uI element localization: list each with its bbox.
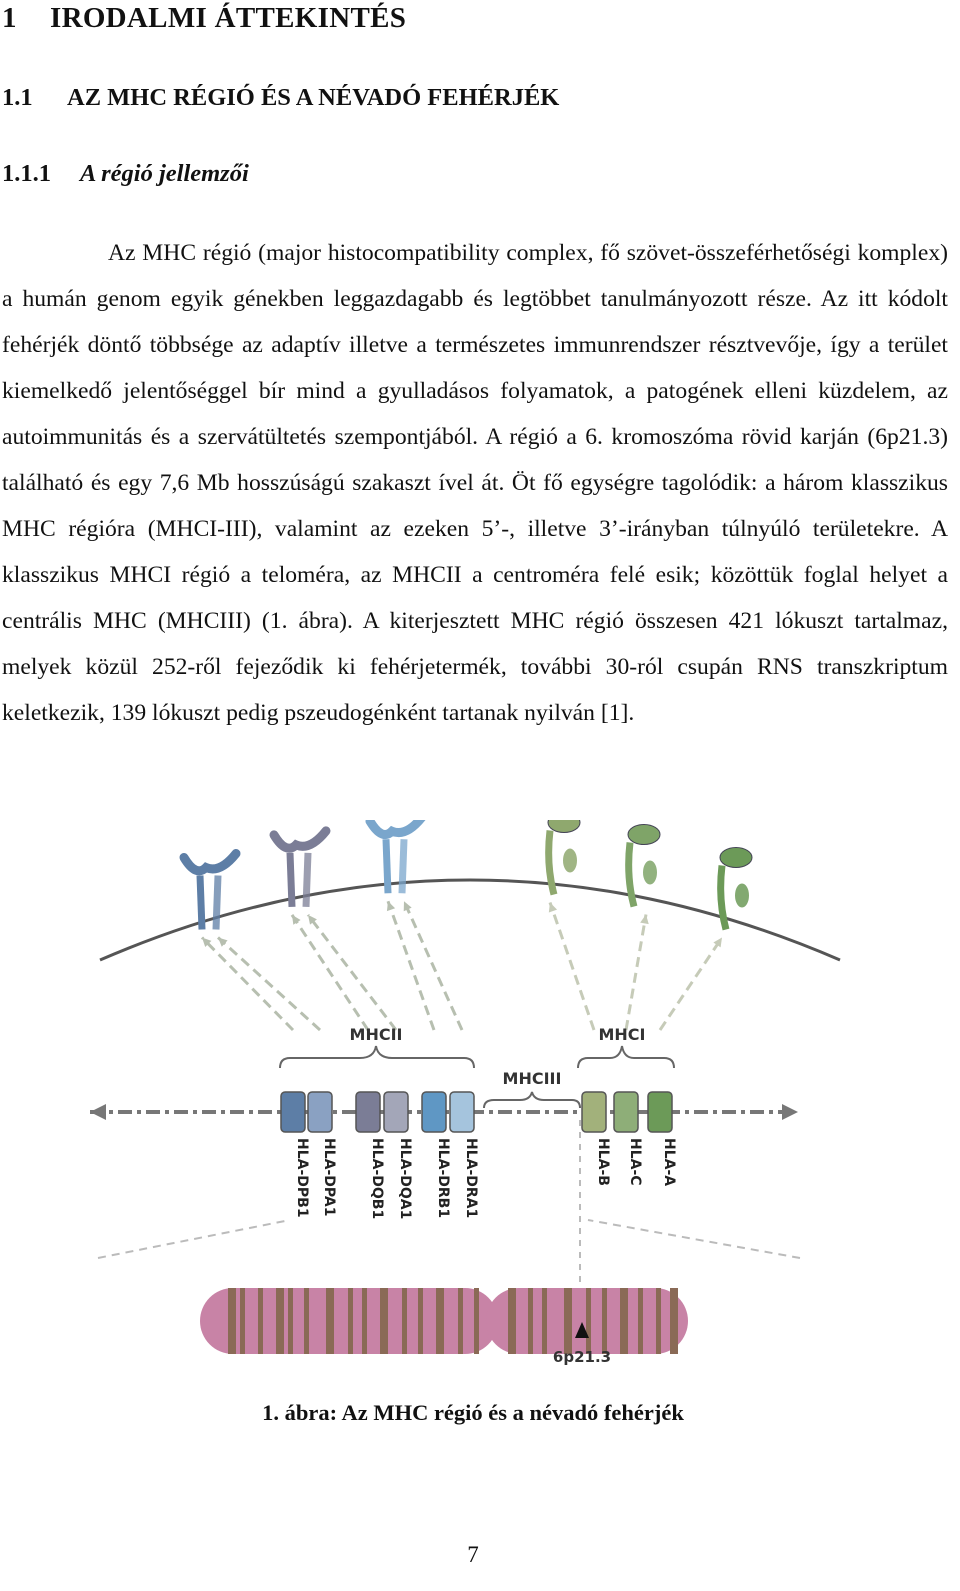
receptor-mhcii-1 <box>179 849 241 930</box>
expression-arrow <box>624 914 648 1031</box>
chromosome-band <box>418 1288 423 1354</box>
receptor-mhcii-2 <box>269 826 331 908</box>
chromosome-band <box>228 1288 236 1354</box>
gene-box-hla-c <box>613 1091 639 1133</box>
receptor-mhci-4 <box>545 820 581 896</box>
cell-membrane <box>99 878 841 962</box>
gene-box-hla-dqb1 <box>355 1091 381 1133</box>
section-heading: 1.1 AZ MHC RÉGIÓ ÉS A NÉVADÓ FEHÉRJÉK <box>2 84 559 112</box>
expression-arrowhead <box>386 901 396 912</box>
chromosome-band <box>656 1288 661 1354</box>
chromosome-band <box>474 1288 479 1354</box>
expression-arrow <box>306 913 398 1031</box>
expression-arrow <box>658 936 724 1031</box>
receptor-proteins <box>179 820 753 931</box>
dna-arrowhead-left <box>90 1104 106 1120</box>
expression-arrow <box>290 914 370 1031</box>
chromosome-band <box>542 1288 547 1354</box>
chromosome-band <box>380 1288 388 1354</box>
chapter-title: IRODALMI ÁTTEKINTÉS <box>50 2 407 34</box>
mhc-region-figure: MHCII MHCIII MHCI HLA-DPB1 HLA-DPA1 HLA-DQ… <box>90 820 850 1380</box>
body-paragraph: Az MHC régió (major histocompatibility c… <box>2 240 948 726</box>
chromosome-band <box>586 1288 591 1354</box>
chromosome-band <box>362 1288 367 1354</box>
gene-label-hla-b: HLA-B <box>595 1138 611 1186</box>
expression-arrowhead <box>640 914 649 925</box>
expression-arrowhead <box>403 901 412 912</box>
chromosome-6 <box>200 1288 688 1354</box>
subsection-title: A régió jellemzői <box>80 160 249 187</box>
gene-box-hla-dra1 <box>449 1091 475 1133</box>
chromosome-band <box>638 1288 643 1354</box>
section-number: 1.1 <box>2 84 33 111</box>
gene-boxes: HLA-DPB1 HLA-DPA1 HLA-DQB1 HLA-DQA1 HLA-DRB1… <box>280 1091 677 1219</box>
chromosome-band <box>402 1288 407 1354</box>
figure-caption: 1. ábra: Az MHC régió és a névadó fehérj… <box>262 1400 684 1425</box>
expression-arrow <box>200 936 295 1032</box>
receptor-mhci-6 <box>717 847 753 931</box>
chromosome-band <box>304 1288 309 1354</box>
mhciii-label: MHCIII <box>503 1069 562 1088</box>
mhcii-label: MHCII <box>350 1025 403 1044</box>
section-title: AZ MHC RÉGIÓ ÉS A NÉVADÓ FEHÉRJÉK <box>67 84 560 111</box>
band-label: 6p21.3 <box>553 1348 611 1366</box>
chromosome-band <box>508 1288 516 1354</box>
subsection-heading: 1.1.1 A régió jellemzői <box>2 160 249 188</box>
zoom-line-right <box>587 1219 801 1259</box>
expression-arrow <box>548 902 596 1031</box>
gene-label-hla-dra1: HLA-DRA1 <box>463 1138 479 1218</box>
chapter-heading: 1 IRODALMI ÁTTEKINTÉS <box>2 2 406 35</box>
chromosome-band <box>240 1288 245 1354</box>
expression-arrowhead <box>218 937 228 947</box>
gene-box-hla-b <box>581 1091 607 1133</box>
gene-label-hla-drb1: HLA-DRB1 <box>435 1138 451 1218</box>
chromosome-band <box>276 1288 284 1354</box>
chromosome-band <box>436 1288 444 1354</box>
gene-box-hla-drb1 <box>421 1091 447 1133</box>
dna-arrowhead-right <box>782 1104 798 1120</box>
expression-arrowhead <box>713 937 722 948</box>
expression-arrowhead <box>308 914 317 925</box>
chromosome-band <box>326 1288 334 1354</box>
zoom-line-left <box>97 1219 291 1259</box>
gene-box-hla-a <box>647 1091 673 1133</box>
receptor-mhcii-3 <box>365 820 426 894</box>
expression-arrowhead <box>292 914 301 925</box>
gene-box-hla-dqa1 <box>383 1091 409 1133</box>
chromosome-band <box>528 1288 533 1354</box>
chromosome-band <box>620 1288 628 1354</box>
chromosome-band <box>258 1288 263 1354</box>
expression-arrows <box>200 900 724 1032</box>
mhci-bracket <box>577 1045 675 1069</box>
chromosome-band <box>670 1288 678 1354</box>
mhc-diagram: MHCII MHCIII MHCI HLA-DPB1 HLA-DPA1 HLA-DQ… <box>90 820 841 1366</box>
gene-label-hla-c: HLA-C <box>627 1138 643 1186</box>
gene-box-hla-dpa1 <box>307 1091 333 1133</box>
gene-label-hla-dqb1: HLA-DQB1 <box>369 1138 385 1219</box>
chromosome-band <box>288 1288 293 1354</box>
chapter-number: 1 <box>2 2 17 34</box>
band-marker-arrow <box>575 1322 589 1338</box>
chromosome-band <box>348 1288 353 1354</box>
mhci-label: MHCI <box>598 1025 645 1044</box>
expression-arrowhead <box>202 937 212 947</box>
expression-arrow <box>402 900 464 1031</box>
receptor-mhci-5 <box>625 823 661 908</box>
gene-box-hla-dpb1 <box>280 1091 306 1133</box>
expression-arrowhead <box>548 902 558 913</box>
gene-label-hla-a: HLA-A <box>661 1138 677 1186</box>
expression-arrow <box>386 900 436 1031</box>
mhcii-bracket <box>279 1045 475 1069</box>
chromosome-band <box>564 1288 572 1354</box>
chromosome-band <box>458 1288 463 1354</box>
gene-label-hla-dpb1: HLA-DPB1 <box>294 1138 310 1218</box>
subsection-number: 1.1.1 <box>2 160 51 187</box>
gene-label-hla-dpa1: HLA-DPA1 <box>321 1138 337 1216</box>
page-number: 7 <box>467 1542 479 1567</box>
mhciii-bracket <box>483 1091 581 1109</box>
chromosome-band <box>602 1288 607 1354</box>
gene-label-hla-dqa1: HLA-DQA1 <box>397 1138 413 1219</box>
expression-arrow <box>216 936 322 1032</box>
